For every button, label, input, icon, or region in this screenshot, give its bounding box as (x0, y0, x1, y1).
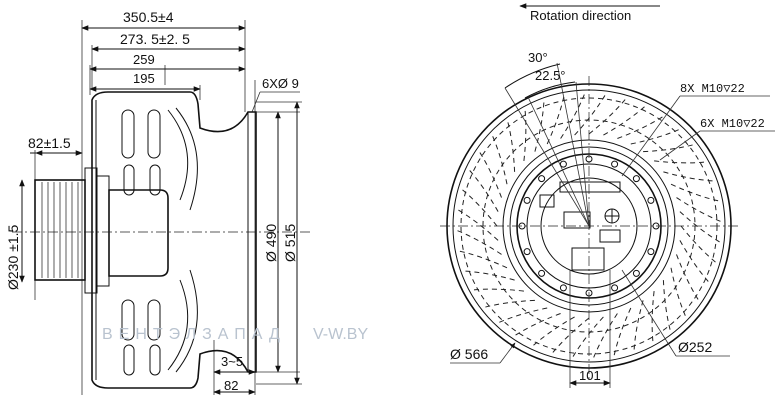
dim-overall: 350.5±4 (123, 9, 174, 25)
blade-slot (662, 280, 671, 331)
blade-slot (663, 171, 714, 182)
dim-holes-label: 6XØ 9 (262, 76, 299, 91)
blade-slot (514, 313, 561, 336)
blade-slot (603, 106, 646, 136)
blade-slot (498, 307, 548, 323)
angle-22-5: 22.5° (535, 68, 566, 83)
blade-slot (630, 129, 680, 145)
blade-slot (676, 197, 722, 222)
blade-slot (552, 317, 590, 354)
nameplate (563, 211, 591, 229)
blade-slot (459, 250, 508, 269)
blade-slot (676, 254, 699, 301)
dim-gap: 3~5 (221, 354, 243, 369)
blade-slot (469, 169, 499, 212)
impeller-outline (91, 91, 257, 389)
hub-bolt (611, 160, 619, 168)
blade-slot (574, 94, 606, 136)
watermark-site: V-W.BY (313, 326, 368, 343)
blade-slot (484, 299, 535, 308)
hub-bolt (523, 248, 531, 256)
hub-bolt (647, 248, 655, 256)
front-view: Rotation direction (440, 3, 775, 388)
watermark-brand: ВЕНТЭЛЗАПАД (102, 326, 286, 343)
hub-bolt (611, 284, 619, 292)
hub (108, 189, 169, 277)
blade-slot (473, 288, 524, 292)
blade-slot (456, 230, 502, 255)
blade-slot (643, 144, 694, 153)
hub-bolt (538, 175, 546, 183)
rotation-label: Rotation direction (530, 8, 631, 23)
blade-slots (456, 93, 722, 359)
blade-slot (651, 291, 655, 342)
dim-82: 82 (224, 378, 238, 393)
blade-slot (679, 211, 721, 243)
blade-slot (593, 313, 618, 359)
blade-slot (588, 98, 626, 135)
blade-slot (507, 121, 516, 172)
blade-slot (464, 270, 515, 281)
dim-impeller-width: 273. 5±2. 5 (120, 31, 190, 47)
blades-top (121, 107, 198, 211)
blade-slot (492, 135, 508, 185)
dim-515: Ø 515 (282, 224, 298, 262)
blade-slot (457, 209, 499, 241)
blade-slot (670, 267, 686, 317)
blade-slot (461, 189, 498, 227)
blade-slot (479, 151, 502, 198)
blade-slot (546, 96, 565, 145)
bolt-callout-6x: 6X M10▽22 (700, 117, 765, 131)
blade-slot (654, 160, 705, 164)
blade-slot (613, 307, 632, 356)
motor-fins (41, 182, 79, 278)
blade-slot (534, 101, 545, 152)
hub-bolt (647, 196, 655, 204)
dim-566: Ø 566 (450, 346, 488, 362)
blades-bottom (121, 269, 198, 376)
bolt-callout-8x: 8X M10▽22 (680, 82, 745, 96)
side-view: 350.5±4 273. 5±2. 5 259 195 6XØ 9 82±1.5… (5, 9, 310, 395)
blade-slot (679, 240, 709, 283)
blade-slot (617, 116, 664, 139)
dim-195: 195 (133, 71, 155, 86)
dim-490: Ø 490 (263, 224, 279, 262)
blade-slot (680, 225, 717, 263)
hub-bolts (518, 155, 660, 297)
dim-259: 259 (133, 52, 155, 67)
blade-slot (670, 183, 719, 202)
hub-bolt (538, 269, 546, 277)
hub-bolt (559, 284, 567, 292)
angle-30: 30° (528, 50, 548, 65)
dim-motor-width: 82±1.5 (28, 135, 71, 151)
blade-slot (532, 316, 575, 346)
blade-slot (633, 300, 644, 351)
blade-slot (572, 316, 604, 358)
blade-slot (560, 93, 585, 139)
hub-bolt (632, 269, 640, 277)
hub-bolt (523, 196, 531, 204)
dim-101: 101 (579, 368, 601, 383)
hub-bolt (559, 160, 567, 168)
blade-slot (523, 110, 527, 161)
hub-bolt (632, 175, 640, 183)
dim-252: Ø252 (678, 339, 712, 355)
dim-motor-diameter: Ø230 ±1.5 (5, 225, 21, 290)
